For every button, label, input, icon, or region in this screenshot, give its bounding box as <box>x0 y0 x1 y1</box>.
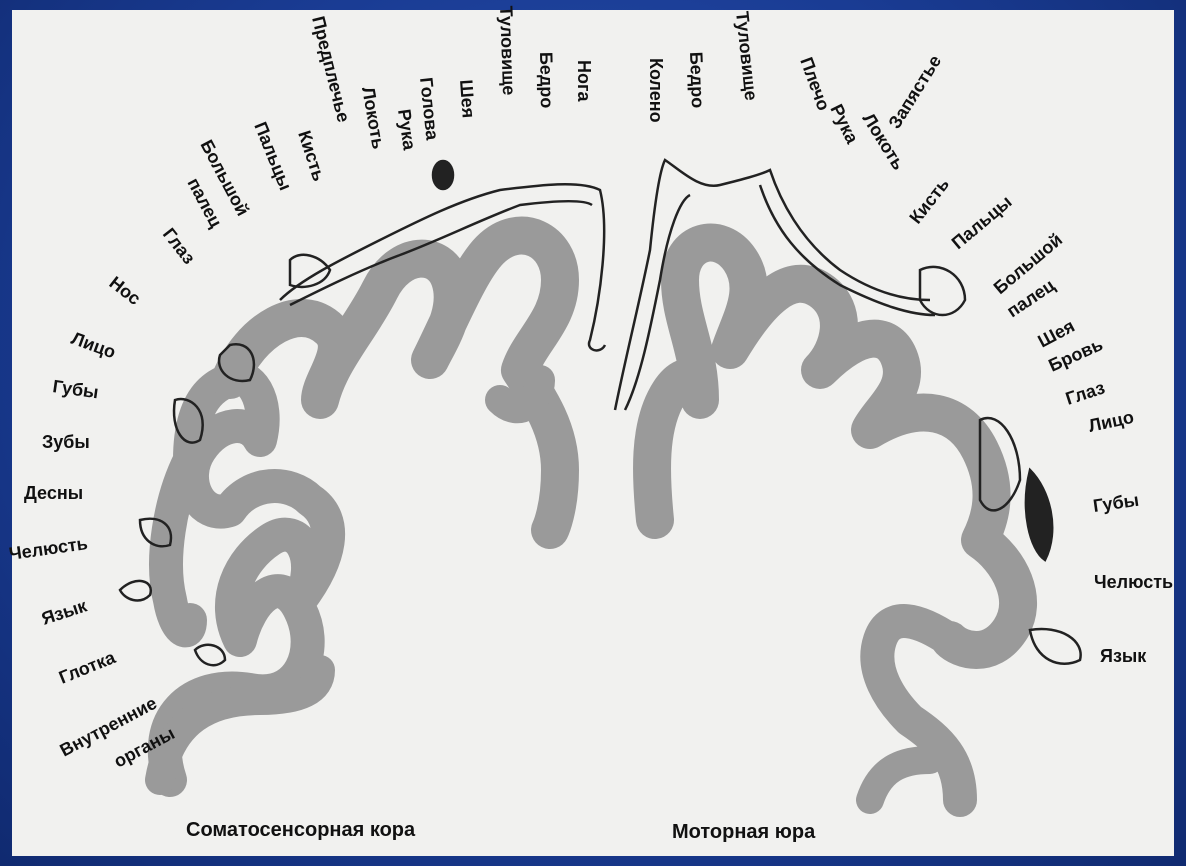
label-hand-motor: Кисть <box>905 174 953 227</box>
label-head: Голова <box>416 76 443 142</box>
label-hip-motor: Бедро <box>686 51 708 108</box>
label-teeth: Зубы <box>42 432 90 452</box>
motor-title: Моторная юра <box>672 821 816 843</box>
label-pharynx: Глотка <box>56 647 119 688</box>
label-tongue-sensory: Язык <box>39 595 90 629</box>
label-wrist: Запястье <box>884 51 945 132</box>
somatosensory-cortex-band <box>160 236 560 780</box>
label-tongue-motor: Язык <box>1100 646 1147 666</box>
label-knee: Колено <box>646 58 666 123</box>
label-forearm: Предплечье <box>308 14 354 124</box>
label-jaw-sensory: Челюсть <box>8 533 89 564</box>
label-face-sensory: Лицо <box>69 328 119 362</box>
label-lips-motor: Губы <box>1092 490 1140 516</box>
label-arm-motor: Рука <box>826 101 862 148</box>
label-face-motor: Лицо <box>1087 407 1136 436</box>
label-jaw-motor: Челюсть <box>1094 572 1173 592</box>
label-eye-motor: Глаз <box>1063 377 1107 408</box>
label-hip-sensory: Бедро <box>536 52 557 109</box>
label-trunk-motor: Туловище <box>732 10 761 101</box>
label-eye-sensory: Глаз <box>159 224 199 268</box>
label-hand-sensory: Кисть <box>294 128 329 184</box>
somatosensory-title: Соматосенсорная кора <box>186 819 416 841</box>
label-fingers-motor: Пальцы <box>948 192 1016 254</box>
label-fingers-sensory: Пальцы <box>250 119 295 193</box>
label-nose: Нос <box>106 272 145 309</box>
label-leg: Нога <box>574 60 594 102</box>
label-shoulder: Плечо <box>796 55 834 114</box>
label-arm-sensory: Рука <box>394 108 420 152</box>
label-neck-sensory: Шея <box>456 79 479 119</box>
motor-cortex-band <box>652 243 1018 800</box>
label-lips-sensory: Губы <box>51 376 99 402</box>
label-elbow-sensory: Локоть <box>358 85 389 150</box>
somatosensory-labels: Внутренние органы Глотка Язык Челюсть Де… <box>8 5 594 841</box>
label-trunk-sensory: Туловище <box>496 5 519 95</box>
label-gums: Десны <box>24 483 83 503</box>
